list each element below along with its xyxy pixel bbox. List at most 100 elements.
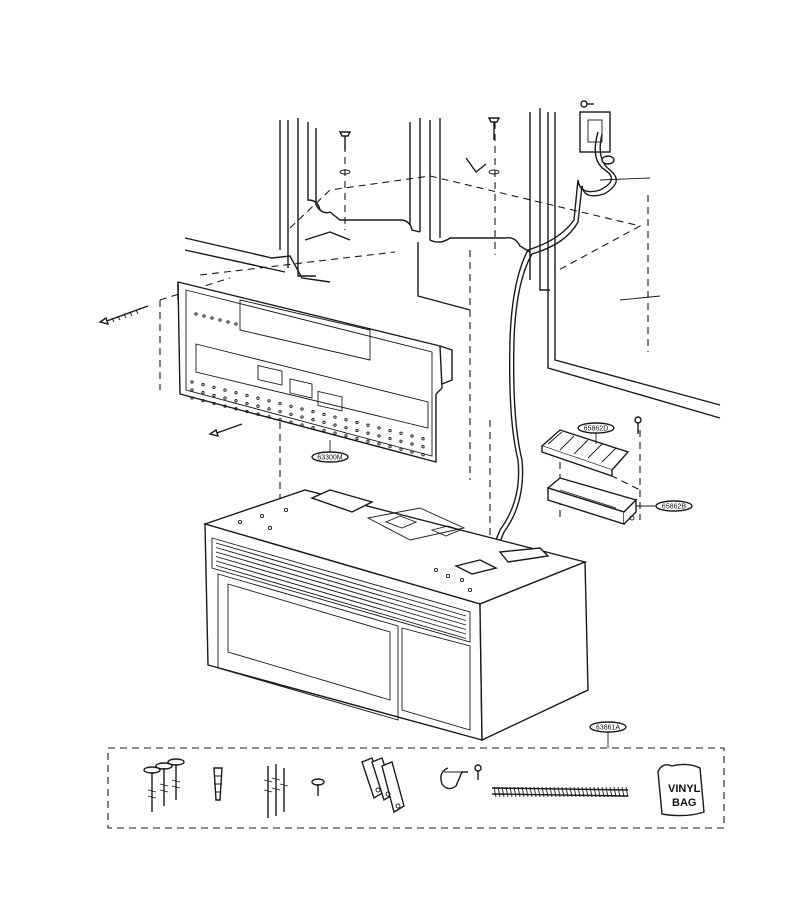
vent-slat [215,551,467,626]
hole-dot [256,412,260,416]
hole-dot [399,439,403,443]
strip-tick [533,786,537,798]
hole-dot [234,407,238,411]
hole-dot [300,423,304,427]
hole-dot [333,431,337,435]
cabinet-structure [184,108,721,419]
strip-tick [521,786,525,798]
vinyl-bag-icon: VINYL BAG [657,763,705,817]
hole-dot [267,407,271,411]
hole-dot [226,320,230,324]
hole-dot [201,391,205,395]
part-number-label: 65862B [662,504,686,511]
vent-slat [215,547,467,621]
strip-tick [585,786,589,798]
hole-dot [190,388,194,392]
strip-tick [581,786,585,798]
strip-tick [569,786,573,798]
strip-tick [537,786,541,798]
hole-dot [421,437,425,441]
strip-tick [545,786,549,798]
filter-strip-icon [491,786,629,798]
cord-clamp-icon [440,767,468,790]
strip-tick [609,786,613,798]
part-number-label: 63300M [317,455,342,462]
strip-tick [573,786,577,798]
mounting-plate-icon [177,281,453,463]
part-number-label: 63861A [596,725,620,732]
hole-dot [344,418,348,422]
hole-dot [223,396,227,400]
toggle-bolt-icon [143,758,185,812]
strip-tick [565,786,569,798]
toggle-bolt-icon [465,157,487,174]
vent-slat [215,560,467,635]
hardware-kit-box [107,747,725,829]
vent-slat [215,565,467,639]
hole-dot [212,401,216,406]
hole-dot [366,431,370,435]
hole-dot [421,445,425,449]
hole-dot [289,412,293,416]
strip-tick [517,786,521,798]
hole-dot [289,420,293,424]
strip-tick [617,786,621,798]
hole-dot [322,420,326,425]
strip-tick [577,786,581,798]
vent-slat [215,542,467,617]
hole-dot [210,316,214,320]
fastener-hole [267,525,273,531]
wood-screw-icon [208,423,243,437]
hole-dot [245,409,249,414]
hole-dot [278,409,282,414]
hole-dot [388,444,392,449]
hole-dot [410,450,414,454]
screw-icon [487,117,501,175]
microwave-oven-icon [202,489,589,742]
hole-dot [311,426,315,430]
strip-tick [493,786,497,798]
top-fastener-holes [237,507,473,593]
hole-dot [201,399,205,403]
hole-dot [278,401,282,406]
hole-dot [366,439,370,443]
hole-dot [212,385,216,390]
hole-dot [355,420,359,425]
clip-icon [361,757,405,814]
hole-dot [410,442,414,446]
hole-dot [344,426,348,430]
hole-dot [399,431,403,435]
hole-dot [366,423,370,427]
hole-dot [201,383,205,387]
screw-icon [634,416,642,434]
callout-filter-holder: 65862B [636,500,693,512]
hole-dot [377,434,381,438]
hole-dot [388,428,392,433]
hole-dot [355,428,359,433]
callout-hardware-kit: 63861A [589,721,627,748]
hole-dot [344,434,348,438]
hole-dot [355,436,359,441]
vent-grille [215,542,467,639]
hole-dot [234,391,238,395]
strip-tick [549,786,553,798]
strip-tick [501,786,505,798]
strip-tick [597,786,601,798]
strip-tick [605,786,609,798]
screw-icon [474,764,482,780]
hole-dot [311,418,315,422]
strip-tick [561,786,565,798]
hole-dot [267,399,271,403]
strip-tick [625,786,629,798]
part-number-label: 65862D [584,426,609,433]
hole-dot [333,415,337,419]
hole-dot [289,404,293,408]
hole-dot [234,399,238,403]
hole-dot [377,442,381,446]
strip-tick [529,786,533,798]
callout-filter-cover: 65862D [577,422,615,444]
hole-dot [190,380,194,384]
wall-anchor-icon [213,767,223,801]
strip-tick [513,786,517,798]
